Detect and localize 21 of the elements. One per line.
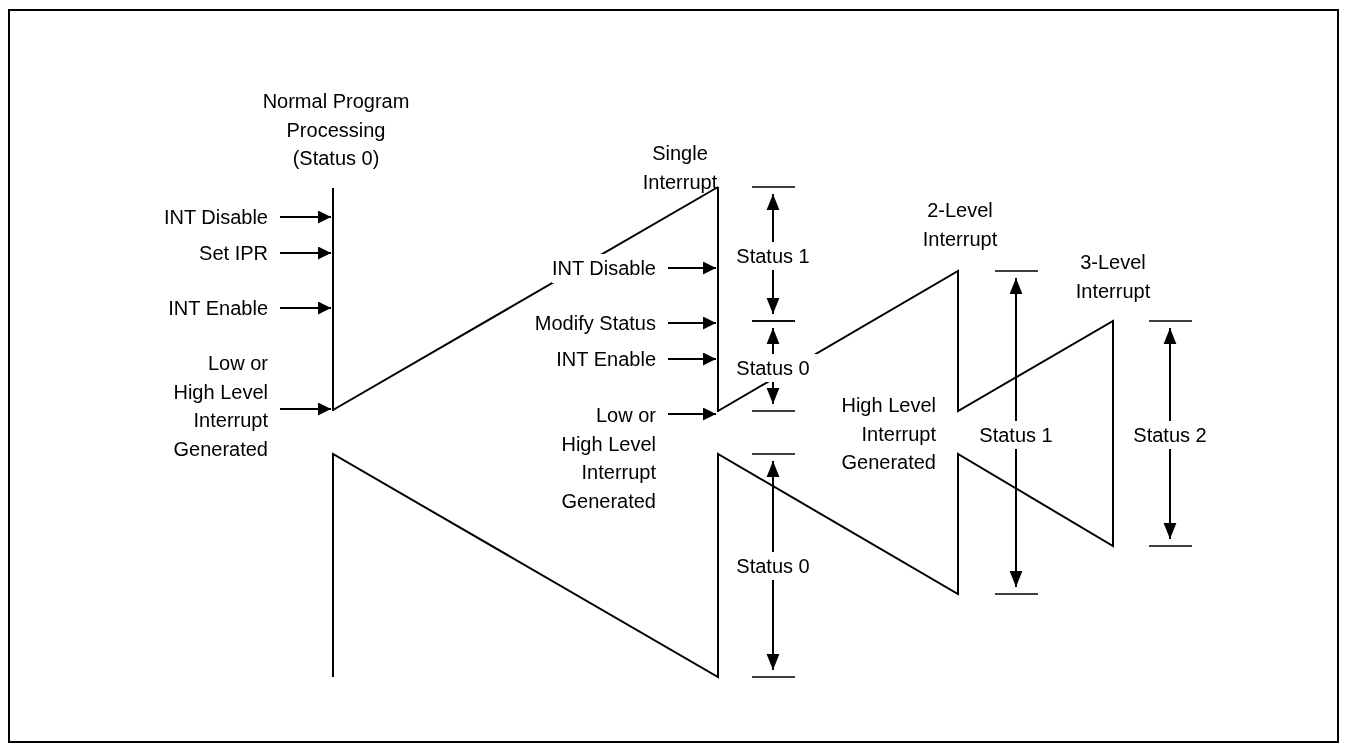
section-heading: Single Interrupt [641, 141, 719, 195]
status-label: Status 1 [978, 423, 1054, 448]
arrow [667, 261, 717, 275]
program-line [717, 187, 719, 412]
arrow [279, 301, 332, 315]
arrow [279, 246, 332, 260]
arrow [279, 402, 332, 416]
section-heading: 3-Level Interrupt [1074, 250, 1152, 304]
arrow [279, 210, 332, 224]
annotation-label: INT Disable [551, 254, 656, 283]
section-heading: Normal Program Processing (Status 0) [261, 89, 411, 171]
section-heading: 2-Level Interrupt [921, 198, 999, 252]
arrow [667, 352, 717, 366]
status-label: Status 0 [735, 554, 811, 579]
program-line [332, 188, 334, 411]
annotation-label: High Level Interrupt Generated [840, 393, 936, 475]
status-label: Status 1 [735, 244, 811, 269]
arrow [667, 316, 717, 330]
arrow [667, 407, 717, 421]
status-label: Status 0 [735, 356, 811, 381]
status-label: Status 2 [1132, 423, 1208, 448]
